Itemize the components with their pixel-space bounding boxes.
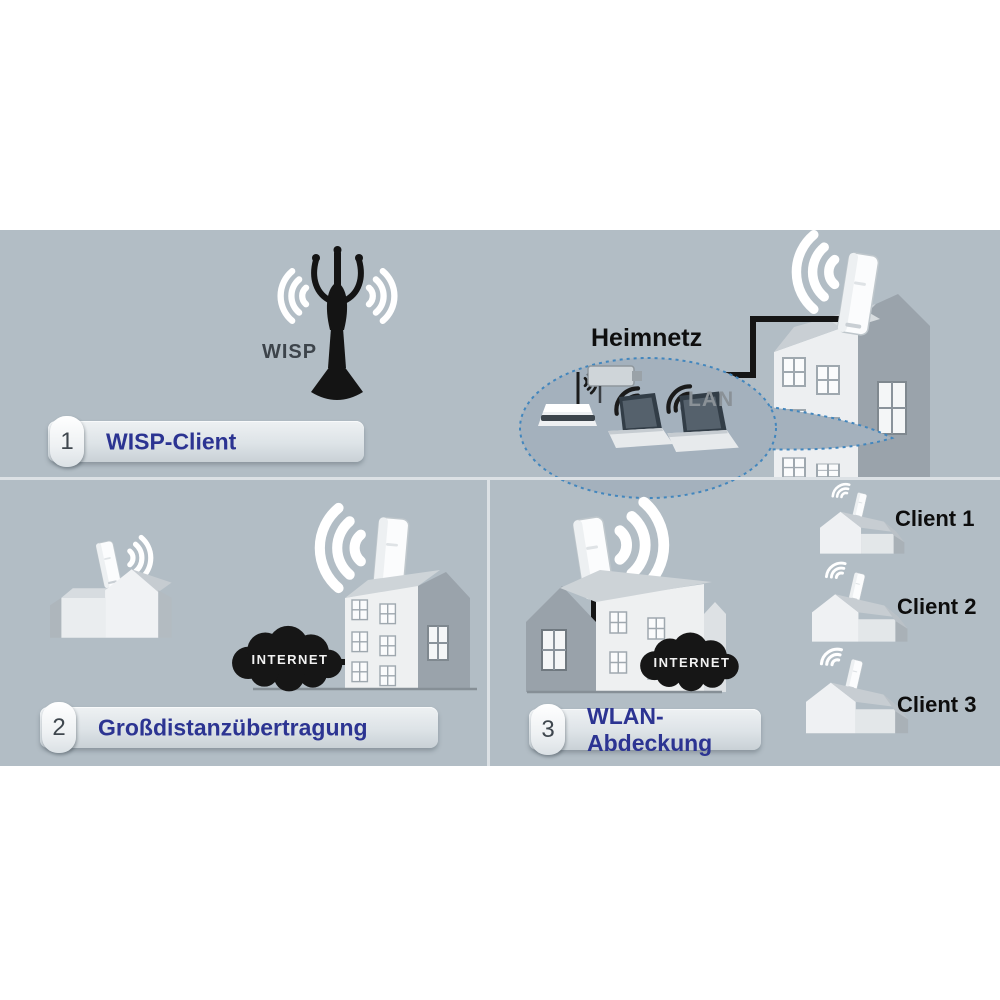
wisp-tower-icon [281, 246, 395, 400]
wisp-label: WISP [262, 341, 318, 363]
internet-label: INTERNET [653, 655, 731, 670]
lan-label: LAN [688, 388, 735, 411]
wireless-router-icon [538, 369, 598, 426]
section-number-badge: 2 [42, 702, 76, 753]
section-banner-2: 2 Großdistanzübertragung [40, 702, 438, 753]
radio-waves-icon [281, 271, 306, 321]
section-title: Großdistanzübertragung [98, 714, 368, 740]
client-house-2 [812, 559, 907, 641]
panel-divider-vertical [487, 479, 490, 766]
radio-waves-icon [320, 508, 361, 588]
small-house-with-cpe [50, 537, 172, 637]
section-title: WLAN-Abdeckung [587, 702, 713, 756]
tall-house-right [320, 508, 470, 688]
panel-divider-horizontal [0, 477, 1000, 480]
section-number: 1 [60, 427, 74, 455]
section-title: WISP-Client [106, 428, 237, 454]
gable-window [877, 381, 907, 435]
client-2-label: Client 2 [897, 594, 977, 619]
section-banner-3: 3 WLAN-Abdeckung [529, 703, 761, 756]
client-3-label: Client 3 [897, 692, 977, 717]
home-network-bubble [519, 357, 895, 499]
heimnetz-label: Heimnetz [591, 324, 703, 352]
diagram-artwork [0, 230, 930, 766]
section-banner-1: 1 WISP-Client [48, 416, 364, 467]
client-house-1 [820, 481, 904, 554]
section-number: 3 [541, 715, 555, 743]
section-number-badge: 3 [531, 704, 565, 755]
poe-injector-icon [587, 365, 642, 403]
client-1-label: Client 1 [895, 506, 975, 531]
section-number-badge: 1 [50, 416, 84, 467]
radio-waves-icon [369, 271, 394, 321]
section-number: 2 [52, 713, 66, 741]
client-house-3 [806, 645, 908, 733]
radio-waves-icon [796, 235, 834, 310]
internet-label: INTERNET [251, 652, 329, 667]
